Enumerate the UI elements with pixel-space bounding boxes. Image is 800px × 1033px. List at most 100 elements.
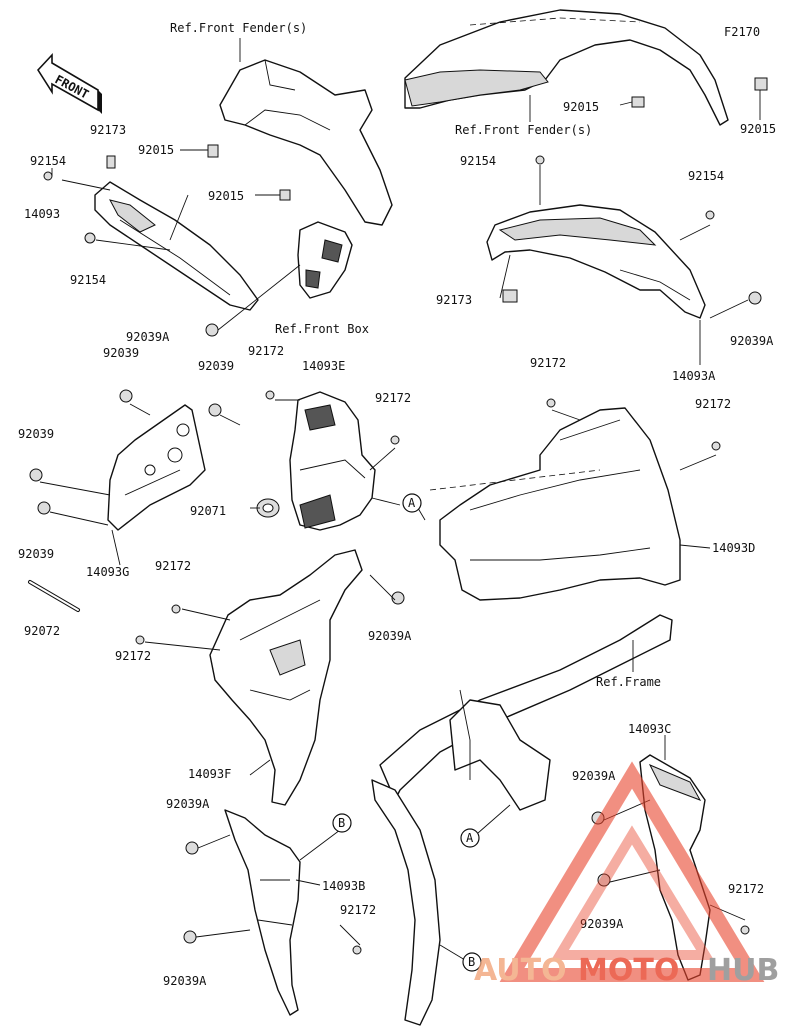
- fastener-icon: [185, 841, 199, 855]
- panel-14093: [94, 181, 259, 311]
- callout-92039A: 92039A: [730, 334, 774, 348]
- callout-92039A: 92039A: [126, 330, 170, 344]
- panel-14093F: [209, 549, 363, 806]
- panel-14093G: [107, 404, 206, 531]
- strap-92072: [28, 580, 80, 612]
- callout-92039A: 92039A: [580, 917, 624, 931]
- svg-text:A: A: [466, 831, 474, 845]
- callouts: 92154 92173 92015 14093 92015 92154 9203…: [18, 100, 776, 988]
- callout-92015: 92015: [208, 189, 244, 203]
- fastener-icon: [43, 171, 53, 181]
- callout-92154: 92154: [688, 169, 724, 183]
- svg-text:A: A: [408, 496, 416, 510]
- fastener-icon: [391, 591, 405, 605]
- fastener-icon: [208, 403, 222, 417]
- callout-92015: 92015: [563, 100, 599, 114]
- ref-frame: Ref.Frame: [596, 675, 661, 689]
- fastener-icon: [205, 323, 219, 337]
- callout-92154: 92154: [70, 273, 106, 287]
- grommet-92071: [256, 498, 280, 518]
- callout-14093C: 14093C: [628, 722, 671, 736]
- fastener-icon: [171, 604, 181, 614]
- callout-92172: 92172: [340, 903, 376, 917]
- callout-92172: 92172: [248, 344, 284, 358]
- marker-B1: B: [332, 813, 352, 833]
- fastener-icon: [119, 389, 133, 403]
- panel-14093D: [429, 407, 681, 601]
- fastener-icon: [37, 501, 51, 515]
- callout-14093A: 14093A: [672, 369, 716, 383]
- frame: [371, 614, 673, 1026]
- callout-14093D: 14093D: [712, 541, 755, 555]
- fastener-icon: [711, 441, 721, 451]
- fastener-icon: [84, 232, 96, 244]
- callout-92172: 92172: [115, 649, 151, 663]
- watermark-text-auto: AUTO: [474, 953, 567, 988]
- front-arrow-icon: FRONT: [36, 52, 102, 114]
- marker-B2: B: [462, 952, 482, 972]
- front-box: [297, 221, 353, 299]
- fastener-icon: [279, 189, 291, 201]
- fastener-icon: [390, 435, 400, 445]
- fastener-icon: [183, 930, 197, 944]
- callout-92172: 92172: [375, 391, 411, 405]
- fastener-icon: [740, 925, 750, 935]
- fastener-icon: [546, 398, 556, 408]
- callout-14093B: 14093B: [322, 879, 365, 893]
- watermark-logo: AUTO MOTO HUB: [474, 761, 779, 988]
- marker-A2: A: [460, 828, 480, 848]
- fastener-icon: [631, 96, 645, 108]
- fastener-icon: [748, 291, 762, 305]
- callout-92172: 92172: [530, 356, 566, 370]
- callout-92039A: 92039A: [163, 974, 207, 988]
- callout-92154: 92154: [460, 154, 496, 168]
- front-fender-right: [404, 9, 729, 126]
- front-fender-left: [219, 59, 393, 226]
- callout-92039A: 92039A: [572, 769, 616, 783]
- svg-text:B: B: [338, 816, 345, 830]
- callout-14093E: 14093E: [302, 359, 345, 373]
- fastener-icon: [754, 77, 768, 91]
- fastener-icon: [29, 468, 43, 482]
- callout-92039A: 92039A: [166, 797, 210, 811]
- fastener-icon: [265, 390, 275, 400]
- callout-92173: 92173: [90, 123, 126, 137]
- panel-14093A: [486, 204, 706, 319]
- ref-front-box: Ref.Front Box: [275, 322, 369, 336]
- callout-92039: 92039: [18, 427, 54, 441]
- fastener-icon: [705, 210, 715, 220]
- callout-92039: 92039: [18, 547, 54, 561]
- callout-92072: 92072: [24, 624, 60, 638]
- callout-14093F: 14093F: [188, 767, 231, 781]
- callout-92015: 92015: [740, 122, 776, 136]
- diagram-code: F2170: [724, 25, 760, 39]
- watermark-text-hub: HUB: [707, 953, 779, 988]
- fastener-icon: [502, 289, 518, 303]
- callout-92172: 92172: [695, 397, 731, 411]
- marker-A1: A: [402, 493, 422, 513]
- panel-14093E: [289, 391, 376, 531]
- callout-92039: 92039: [198, 359, 234, 373]
- callout-92173: 92173: [436, 293, 472, 307]
- fastener-icon: [535, 155, 545, 165]
- fastener-icon: [106, 155, 116, 169]
- callout-14093: 14093: [24, 207, 60, 221]
- fasteners: [29, 77, 768, 955]
- fastener-icon: [597, 873, 611, 887]
- watermark-text-moto: MOTO: [578, 953, 679, 988]
- fastener-icon: [207, 144, 219, 158]
- ref-front-fender-left: Ref.Front Fender(s): [170, 21, 307, 35]
- callout-92015: 92015: [138, 143, 174, 157]
- callout-14093G: 14093G: [86, 565, 129, 579]
- callout-92154: 92154: [30, 154, 66, 168]
- callout-92039: 92039: [103, 346, 139, 360]
- callout-92172: 92172: [728, 882, 764, 896]
- fastener-icon: [352, 945, 362, 955]
- callout-92172: 92172: [155, 559, 191, 573]
- ref-front-fender-right: Ref.Front Fender(s): [455, 123, 592, 137]
- callout-92071: 92071: [190, 504, 226, 518]
- callout-92039A: 92039A: [368, 629, 412, 643]
- panel-14093B: [224, 809, 301, 1016]
- svg-text:B: B: [468, 955, 475, 969]
